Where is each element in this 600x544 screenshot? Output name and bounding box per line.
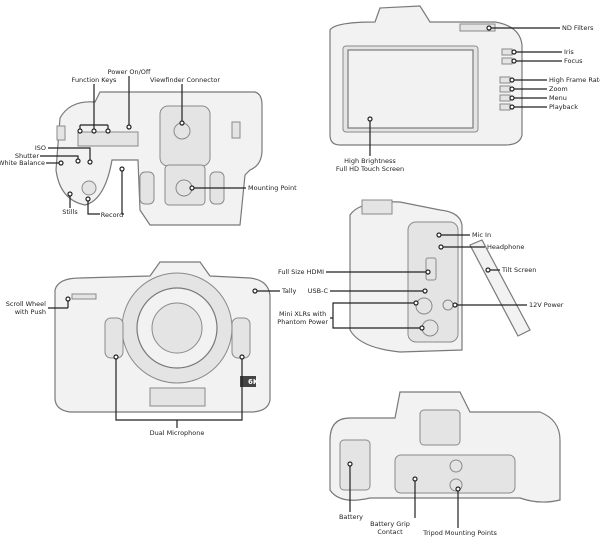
label-function-keys: Function Keys	[71, 76, 117, 84]
label-iso: ISO	[34, 144, 46, 152]
6k-badge-text: 6K	[248, 378, 259, 386]
label-iris: Iris	[564, 48, 574, 56]
label-mounting-point: Mounting Point	[248, 184, 297, 192]
camera-top-view	[55, 91, 263, 226]
label-tilt-screen: Tilt Screen	[502, 266, 537, 274]
label-battery: Battery	[338, 513, 364, 521]
label-power: Power On/Off	[107, 68, 151, 76]
label-tripod-mounting: Tripod Mounting Points	[423, 529, 497, 537]
label-tally: Tally	[282, 287, 297, 295]
label-mic-in: Mic In	[472, 231, 492, 239]
label-high-frame-rate: High Frame Rate	[549, 76, 600, 84]
leader-lines	[40, 27, 562, 528]
label-white-balance: White Balance	[0, 159, 45, 167]
label-screen-line1: High Brightness	[344, 157, 396, 165]
label-dual-microphone: Dual Microphone	[149, 429, 205, 437]
label-record: Record	[100, 211, 124, 219]
label-grip-line1: Battery Grip	[370, 520, 410, 528]
label-mini-xlr: Mini XLRs with Phantom Power	[277, 310, 328, 326]
label-scroll-line2: with Push	[14, 308, 46, 316]
leader-dots	[58, 25, 517, 492]
label-12v-power: 12V Power	[529, 301, 564, 309]
label-menu: Menu	[549, 94, 567, 102]
label-xlr-line2: Phantom Power	[277, 318, 328, 326]
label-xlr-line1: Mini XLRs with	[279, 310, 327, 318]
label-shutter: Shutter	[14, 152, 39, 160]
camera-rear-view	[329, 5, 523, 146]
camera-front-view	[54, 261, 271, 413]
label-hdmi: Full Size HDMI	[277, 268, 324, 276]
label-grip-line2: Contact	[377, 528, 403, 536]
label-screen-line2: Full HD Touch Screen	[335, 165, 405, 173]
label-headphone: Headphone	[487, 243, 525, 251]
label-scroll-line1: Scroll Wheel	[5, 300, 46, 308]
camera-side-view	[349, 199, 531, 353]
label-stills: Stills	[62, 208, 78, 216]
label-usbc: USB-C	[307, 287, 328, 295]
label-focus: Focus	[564, 57, 583, 65]
camera-bottom-view	[329, 391, 561, 503]
label-battery-grip: Battery Grip Contact	[370, 520, 410, 536]
label-zoom: Zoom	[549, 85, 568, 93]
label-nd-filters: ND Filters	[562, 24, 594, 32]
label-viewfinder-connector: Viewfinder Connector	[149, 76, 221, 84]
label-playback: Playback	[549, 103, 579, 111]
6k-badge	[240, 376, 256, 387]
label-scroll-wheel: Scroll Wheel with Push	[6, 300, 46, 316]
label-screen: High Brightness Full HD Touch Screen	[336, 157, 404, 173]
